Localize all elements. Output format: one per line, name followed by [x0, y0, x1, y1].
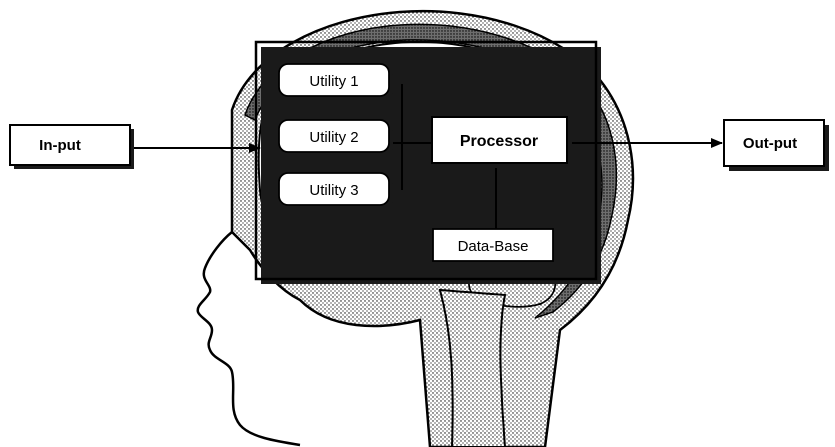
input-label: In-put — [39, 137, 81, 154]
utility-2-label: Utility 2 — [309, 129, 358, 146]
utility-1-label: Utility 1 — [309, 73, 358, 90]
output-box: Out-put — [724, 120, 829, 171]
processor-box: Processor — [432, 117, 572, 168]
database-box: Data-Base — [433, 229, 557, 265]
processor-label: Processor — [460, 133, 538, 150]
utility-box-3: Utility 3 — [279, 173, 393, 209]
utility-3-label: Utility 3 — [309, 182, 358, 199]
utility-box-1: Utility 1 — [279, 64, 393, 100]
input-box: In-put — [10, 125, 134, 169]
utility-box-2: Utility 2 — [279, 120, 393, 156]
output-label: Out-put — [743, 135, 797, 152]
database-label: Data-Base — [458, 238, 529, 255]
